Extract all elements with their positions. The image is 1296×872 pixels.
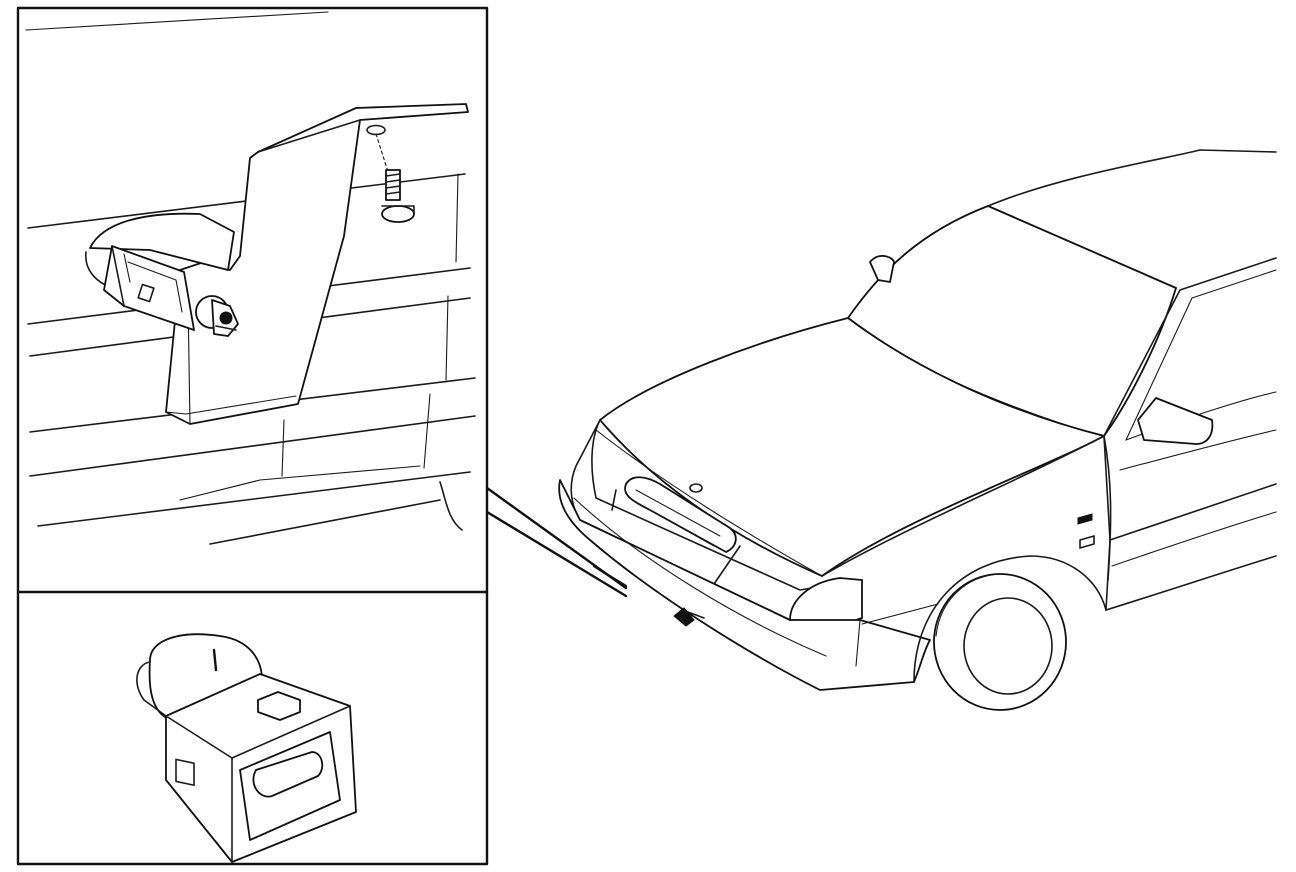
grille-edge	[423, 393, 431, 469]
grille-edge	[445, 295, 449, 381]
car-door-edge	[1103, 435, 1112, 581]
car-grille-bar	[635, 489, 721, 537]
structure-line	[209, 499, 441, 545]
structure-line	[179, 465, 421, 501]
car-hood-emblem	[689, 483, 703, 493]
structure-line	[25, 11, 329, 31]
mounting-hole	[366, 124, 386, 136]
car-side-crease	[1111, 511, 1277, 567]
car-wheel-arch	[913, 555, 1107, 683]
car-side-mirror	[1137, 397, 1214, 445]
car-belt-line	[1119, 429, 1277, 471]
car-front-fender	[821, 435, 1111, 611]
sensor-location-marker	[592, 564, 705, 627]
grille-edge	[281, 419, 285, 477]
car-a-pillar	[1103, 257, 1277, 437]
sensor-body	[85, 212, 235, 331]
car-badge	[1077, 513, 1093, 525]
structure-line	[439, 481, 463, 531]
car-bumper-crease	[573, 497, 827, 657]
car-mirror-left	[869, 255, 895, 283]
connector-pin-icon	[252, 751, 324, 798]
car-front-wheel-icon	[933, 573, 1067, 711]
car-bumper-edge	[855, 619, 861, 667]
car-grille-frame	[713, 545, 741, 585]
grille-edge	[455, 173, 459, 263]
car-grille-frame	[611, 489, 617, 511]
screw-icon	[381, 169, 415, 223]
structure-line	[29, 415, 476, 477]
bracket-detail	[25, 11, 476, 545]
connector-key	[212, 648, 218, 672]
car-roofline	[987, 149, 1277, 207]
car-headlight	[789, 577, 863, 623]
structure-line	[37, 471, 471, 527]
sensor-nut-icon	[195, 295, 239, 337]
connector-window	[175, 758, 195, 787]
car-side-window	[1125, 269, 1277, 441]
connector-detail	[136, 633, 357, 863]
inset-frame	[16, 6, 489, 866]
car-hood-edge	[595, 429, 823, 577]
car-side-marker	[1079, 535, 1095, 549]
bracket-fold	[257, 119, 361, 153]
bracket-edge	[165, 395, 297, 415]
car-grille-bar	[631, 499, 715, 547]
car-front-bumper	[558, 479, 931, 691]
connector-flange	[148, 633, 263, 721]
car-illustration	[558, 149, 1277, 711]
car-side-crease	[1109, 483, 1277, 541]
connector-latch-icon	[257, 691, 301, 721]
connector-flange-lip	[136, 661, 167, 717]
callout-line-lower	[485, 510, 628, 598]
car-rocker	[1105, 555, 1277, 611]
car-bumper-edge	[861, 603, 939, 625]
